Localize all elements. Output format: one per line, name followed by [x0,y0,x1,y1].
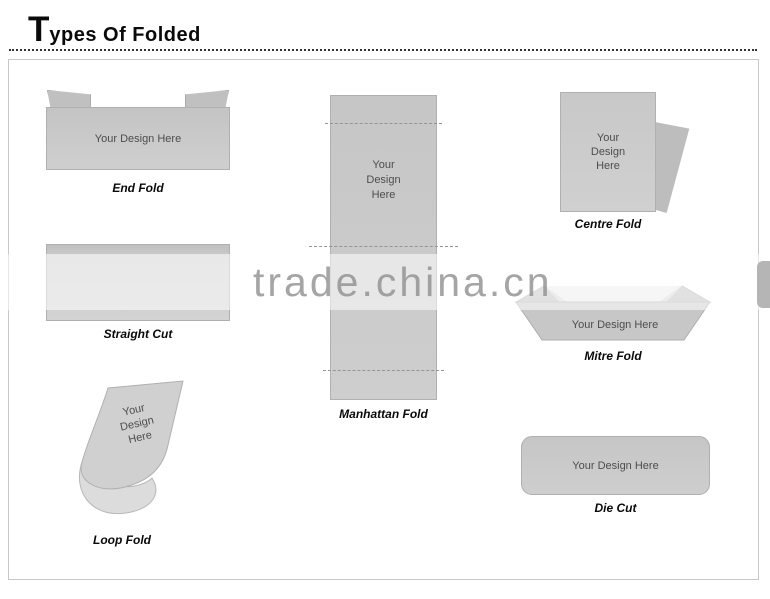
die-cut-label: Die Cut [594,501,637,515]
manhattan-fold-dash-line-top [325,123,442,124]
loop-fold-face [80,380,184,490]
title-initial: T [28,10,50,49]
loop-fold-shape [78,380,184,515]
manhattan-fold-shape: Your Design Here [309,95,458,400]
centre-fold-shape: Your Design Here [560,92,656,212]
straight-cut-label: Straight Cut [103,327,173,341]
centre-fold-label: Centre Fold [574,217,642,231]
watermark-right-mark [757,261,770,308]
dotted-divider [9,49,757,51]
watermark-text: trade.china.cn [253,259,553,305]
centre-fold-placeholder-text: Your Design Here [590,132,626,172]
loop-fold-label: Loop Fold [93,533,151,547]
manhattan-fold-placeholder-text: Your Design Here [366,159,401,201]
watermark-band [0,254,770,310]
mitre-fold-label: Mitre Fold [584,349,642,363]
die-cut-placeholder-text: Your Design Here [572,459,659,472]
manhattan-fold-label: Manhattan Fold [339,407,428,421]
manhattan-fold-dash-line-bottom [323,370,444,371]
title-rest: ypes Of Folded [49,24,201,46]
die-cut-shape: Your Design Here [521,436,710,495]
manhattan-fold-dash-line-middle [309,246,458,247]
end-fold-placeholder-text: Your Design Here [94,132,182,145]
end-fold-shape: Your Design Here [46,107,230,170]
page-title: Types Of Folded [28,10,201,50]
mitre-fold-placeholder-text: Your Design Here [571,319,659,331]
end-fold-label: End Fold [112,181,164,195]
